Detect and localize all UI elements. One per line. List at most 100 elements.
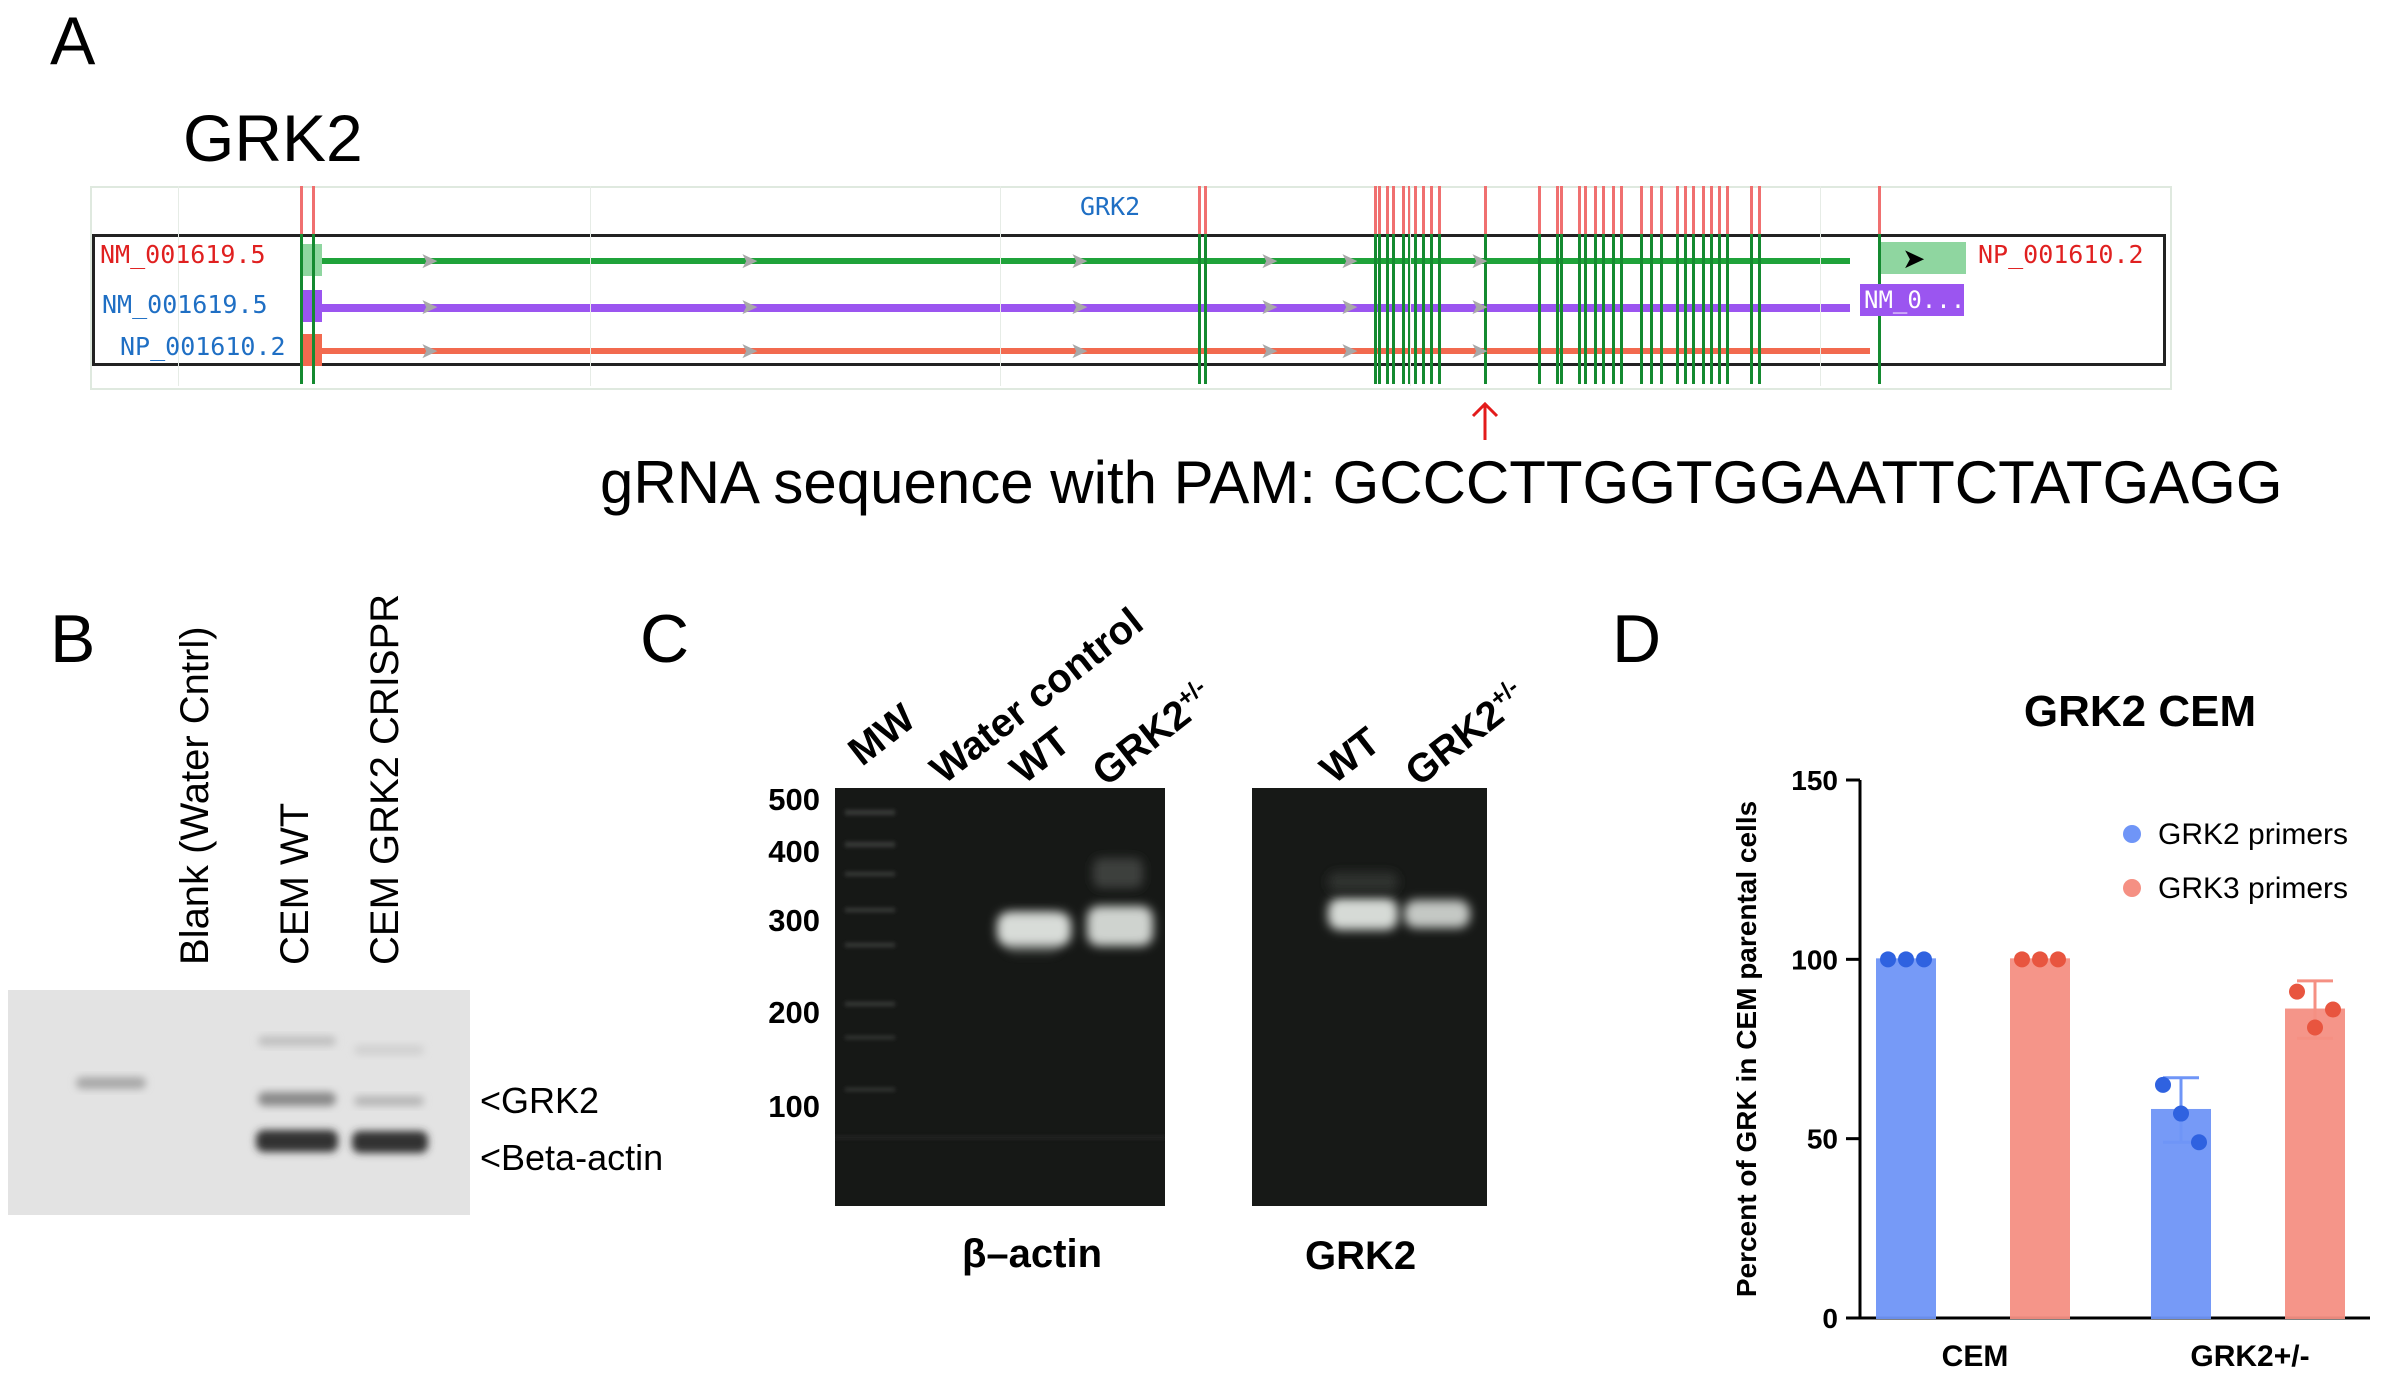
direction-arrow-icon: ➤: [740, 338, 759, 363]
exon-line-green: [1402, 234, 1405, 384]
exon-tick-red: [1430, 186, 1433, 234]
exon-line-green: [1692, 234, 1695, 384]
exon-tick-red: [1414, 186, 1417, 234]
direction-arrow-icon: ➤: [1470, 248, 1489, 273]
track-line-3: [310, 348, 1870, 354]
data-point: [2289, 983, 2305, 1000]
exon-line-green: [300, 234, 303, 384]
exon-line-green: [1650, 234, 1653, 384]
exon-line-green: [1408, 234, 1411, 384]
data-point: [2032, 951, 2048, 968]
exon-tick-red: [1726, 186, 1729, 234]
legend-label-grk3: GRK3 primers: [2158, 872, 2348, 905]
track-ruler-frame: [90, 186, 2172, 390]
exon-tick-red: [1198, 186, 1201, 234]
exon-tick-red: [1878, 186, 1881, 234]
exon-line-green: [1710, 234, 1713, 384]
ruler-gridline: [1410, 186, 1411, 386]
y-tick-label: 100: [1791, 944, 1838, 975]
bar-grk3-cem: [2010, 958, 2070, 1319]
exon-line-green: [1560, 234, 1563, 384]
chart-title: GRK2 CEM: [2024, 687, 2256, 736]
exon-line-green: [1584, 234, 1587, 384]
mw-marker-500: 500: [768, 782, 820, 817]
exon-line-green: [1620, 234, 1623, 384]
lane-label-grk2-right: GRK2+/-: [1397, 673, 1524, 795]
track-label-3: NP_001610.2: [120, 332, 286, 361]
exon-line-green: [1204, 234, 1207, 384]
direction-arrow-icon: ➤: [1260, 294, 1279, 319]
exon-line-green: [1684, 234, 1687, 384]
exon-tick-red: [1650, 186, 1653, 234]
exon-tick-red: [1392, 186, 1395, 234]
direction-arrow-icon: ➤: [1340, 248, 1359, 273]
data-point: [1916, 951, 1932, 968]
track-label-1: NM_001619.5: [100, 240, 266, 269]
direction-arrow-icon: ➤: [1470, 294, 1489, 319]
lane-label-grk2-left: GRK2+/-: [1084, 673, 1211, 795]
exon-tick-red: [1560, 186, 1563, 234]
exon-line-green: [1386, 234, 1389, 384]
exon-tick-red: [1676, 186, 1679, 234]
start-exon-box: [300, 244, 322, 276]
exon-tick-red: [1684, 186, 1687, 234]
direction-arrow-icon: ➤: [1070, 294, 1089, 319]
exon-tick-red: [1408, 186, 1411, 234]
exon-line-green: [1726, 234, 1729, 384]
y-tick-label: 0: [1822, 1303, 1838, 1334]
data-point: [2155, 1076, 2171, 1093]
mw-marker-200: 200: [768, 995, 820, 1030]
exon-line-green: [1198, 234, 1201, 384]
exon-line-green: [1718, 234, 1721, 384]
start-exon-box: [300, 334, 322, 366]
exon-tick-red: [1378, 186, 1381, 234]
direction-arrow-icon: ➤: [1070, 338, 1089, 363]
exon-line-green: [1430, 234, 1433, 384]
gene-track-viewer: GRK2 ➤➤➤➤➤➤➤➤➤➤➤➤➤➤➤➤➤➤➤ NM_001619.5 NM_…: [90, 186, 2172, 396]
gel-label-actin: β–actin: [962, 1232, 1103, 1276]
panel-d-letter: D: [1612, 601, 1662, 677]
exon-line-green: [1392, 234, 1395, 384]
lane-label-cem-wt: CEM WT: [273, 802, 317, 965]
legend-marker-grk3: [2123, 879, 2141, 897]
exon-tick-red: [312, 186, 315, 234]
mw-marker-400: 400: [768, 834, 820, 869]
exon-tick-red: [1750, 186, 1753, 234]
exon-tick-red: [1386, 186, 1389, 234]
mw-marker-100: 100: [768, 1089, 820, 1124]
exon-line-green: [1438, 234, 1441, 384]
direction-arrow-icon: ➤: [1340, 338, 1359, 363]
exon-line-green: [1750, 234, 1753, 384]
exon-line-green: [312, 234, 315, 384]
exon-tick-red: [1402, 186, 1405, 234]
direction-arrow-icon: ➤: [740, 248, 759, 273]
x-tick-label: GRK2+/-: [2190, 1340, 2309, 1373]
exon-line-green: [1556, 234, 1559, 384]
exon-tick-red: [1484, 186, 1487, 234]
exon-line-green: [1578, 234, 1581, 384]
track-frame: [92, 234, 2166, 366]
data-point: [2050, 951, 2066, 968]
exon-line-green: [1602, 234, 1605, 384]
band-label-beta-actin: <Beta-actin: [480, 1137, 664, 1178]
exon-line-green: [1594, 234, 1597, 384]
data-point: [1898, 951, 1914, 968]
end-exon-box: [1880, 242, 1966, 274]
exon-line-green: [1414, 234, 1417, 384]
direction-arrow-icon: ➤: [740, 294, 759, 319]
panel-c-letter: C: [640, 601, 690, 677]
exon-line-green: [1378, 234, 1381, 384]
legend-marker-grk2: [2123, 825, 2141, 843]
exon-line-green: [1702, 234, 1705, 384]
exon-line-green: [1612, 234, 1615, 384]
lane-label-wt-right: WT: [1312, 719, 1389, 793]
exon-tick-red: [1422, 186, 1425, 234]
exon-line-green: [1660, 234, 1663, 384]
right-track-label: NP_001610.2: [1978, 240, 2144, 269]
exon-tick-red: [1718, 186, 1721, 234]
direction-arrow-icon: ➤: [420, 294, 439, 319]
exon-line-green: [1676, 234, 1679, 384]
exon-tick-red: [1438, 186, 1441, 234]
exon-line-green: [1538, 234, 1541, 384]
